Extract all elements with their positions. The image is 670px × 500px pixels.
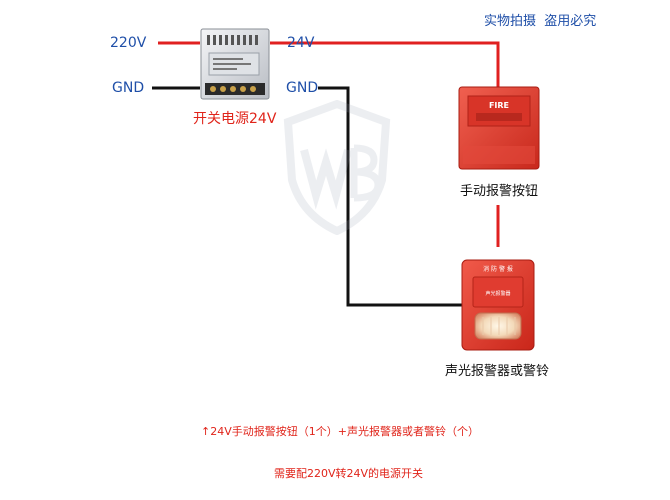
- label-220v: 220V: [110, 35, 147, 51]
- note-line-1: ↑24V手动报警按钮（1个）+声光报警器或者警铃（个）: [201, 425, 479, 438]
- manual-call-point: FIRE: [458, 86, 542, 172]
- wire-24v-output: [270, 41, 500, 88]
- wire-gnd-output: [318, 86, 462, 307]
- label-gnd-left: GND: [112, 80, 145, 96]
- manual-call-point-label: 手动报警按钮: [460, 184, 539, 199]
- sounder-sub-text: 声光报警器: [485, 290, 510, 297]
- header-notice: 实物拍摄 盗用必究: [484, 14, 597, 29]
- power-supply: [199, 27, 271, 101]
- button-panel-text: FIRE: [489, 101, 509, 110]
- note-line-2: 需要配220V转24V的电源开关: [274, 467, 424, 480]
- strobe-sounder-label: 声光报警器或警铃: [445, 364, 550, 379]
- label-24v: 24V: [287, 35, 315, 51]
- sounder-panel-text: 消 防 警 报: [483, 265, 513, 273]
- manual-call-point-icon: FIRE: [458, 86, 540, 170]
- strobe-sounder: 消 防 警 报 声光报警器: [461, 259, 535, 351]
- power-supply-label: 开关电源24V: [193, 111, 277, 127]
- strobe-sounder-icon: 消 防 警 报 声光报警器: [461, 259, 535, 351]
- watermark-logo: [283, 100, 391, 235]
- label-gnd-right: GND: [286, 80, 319, 96]
- power-supply-icon: [200, 28, 270, 100]
